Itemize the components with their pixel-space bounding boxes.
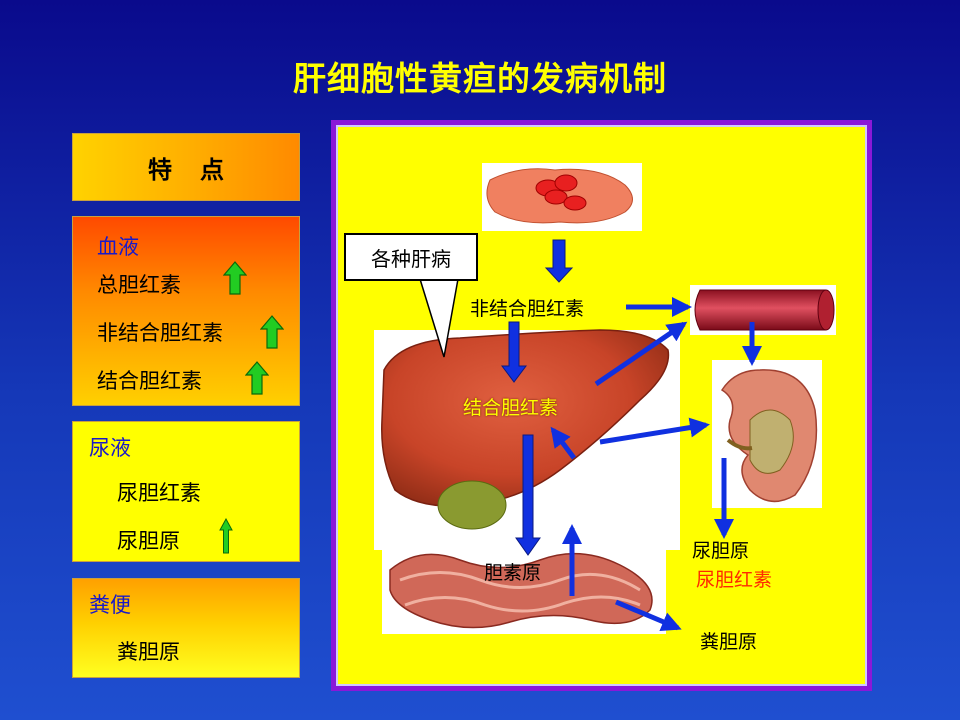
feature-header-box: 特点 (72, 133, 300, 201)
page-title: 肝细胞性黄疸的发病机制 (293, 59, 667, 98)
blood-heading: 血液 (97, 235, 139, 259)
label-urine-bilirubin: 尿胆红素 (696, 569, 773, 591)
blood-item-conjugated-bilirubin: 结合胆红素 (97, 369, 202, 393)
stool-item-stercobilinogen: 粪胆原 (117, 640, 180, 664)
label-stool-stercobilinogen: 粪胆原 (700, 631, 758, 653)
label-urine-urobilinogen: 尿胆原 (692, 540, 750, 562)
blood-item-unconjugated-bilirubin: 非结合胆红素 (97, 321, 223, 345)
urine-item-bilirubin: 尿胆红素 (117, 481, 201, 505)
stool-heading: 粪便 (89, 593, 131, 617)
up-arrow-icon (260, 315, 284, 349)
urine-item-urobilinogen: 尿胆原 (117, 529, 180, 553)
urine-box: 尿液 尿胆红素 尿胆原 (72, 421, 300, 562)
feature-header-label: 特点 (148, 155, 252, 184)
up-arrow-icon (245, 361, 269, 395)
urine-heading: 尿液 (89, 436, 131, 460)
up-arrow-icon (223, 261, 247, 295)
blood-box: 血液 总胆红素 非结合胆红素 结合胆红素 (72, 216, 300, 406)
label-conjugated-bilirubin: 结合胆红素 (463, 397, 559, 419)
stool-box: 粪便 粪胆原 (72, 578, 300, 678)
label-urobilinogen-gut: 胆素原 (484, 562, 542, 584)
up-arrow-icon (219, 518, 233, 554)
diagram-panel (331, 120, 872, 691)
label-unconjugated-bilirubin: 非结合胆红素 (470, 298, 585, 320)
liver-disease-callout: 各种肝病 (344, 233, 478, 281)
blood-item-total-bilirubin: 总胆红素 (97, 273, 181, 297)
